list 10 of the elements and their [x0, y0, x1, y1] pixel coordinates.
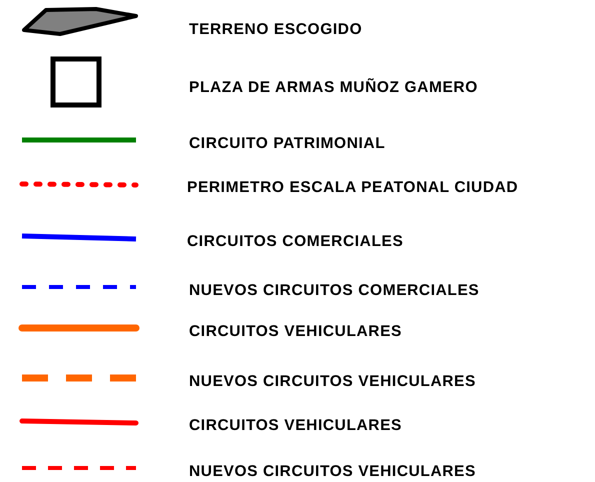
legend-label: NUEVOS CIRCUITOS VEHICULARES — [189, 463, 476, 481]
legend-label: PLAZA DE ARMAS MUÑOZ GAMERO — [189, 79, 478, 97]
legend-label: CIRCUITO PATRIMONIAL — [189, 135, 386, 153]
legend-label: NUEVOS CIRCUITOS VEHICULARES — [189, 373, 476, 391]
legend-label: CIRCUITOS COMERCIALES — [187, 233, 404, 251]
legend-label: PERIMETRO ESCALA PEATONAL CIUDAD — [187, 179, 518, 197]
legend-label: CIRCUITOS VEHICULARES — [189, 323, 402, 341]
legend-label: CIRCUITOS VEHICULARES — [189, 417, 402, 435]
legend-label: NUEVOS CIRCUITOS COMERCIALES — [189, 282, 480, 300]
legend-label: TERRENO ESCOGIDO — [189, 21, 362, 39]
